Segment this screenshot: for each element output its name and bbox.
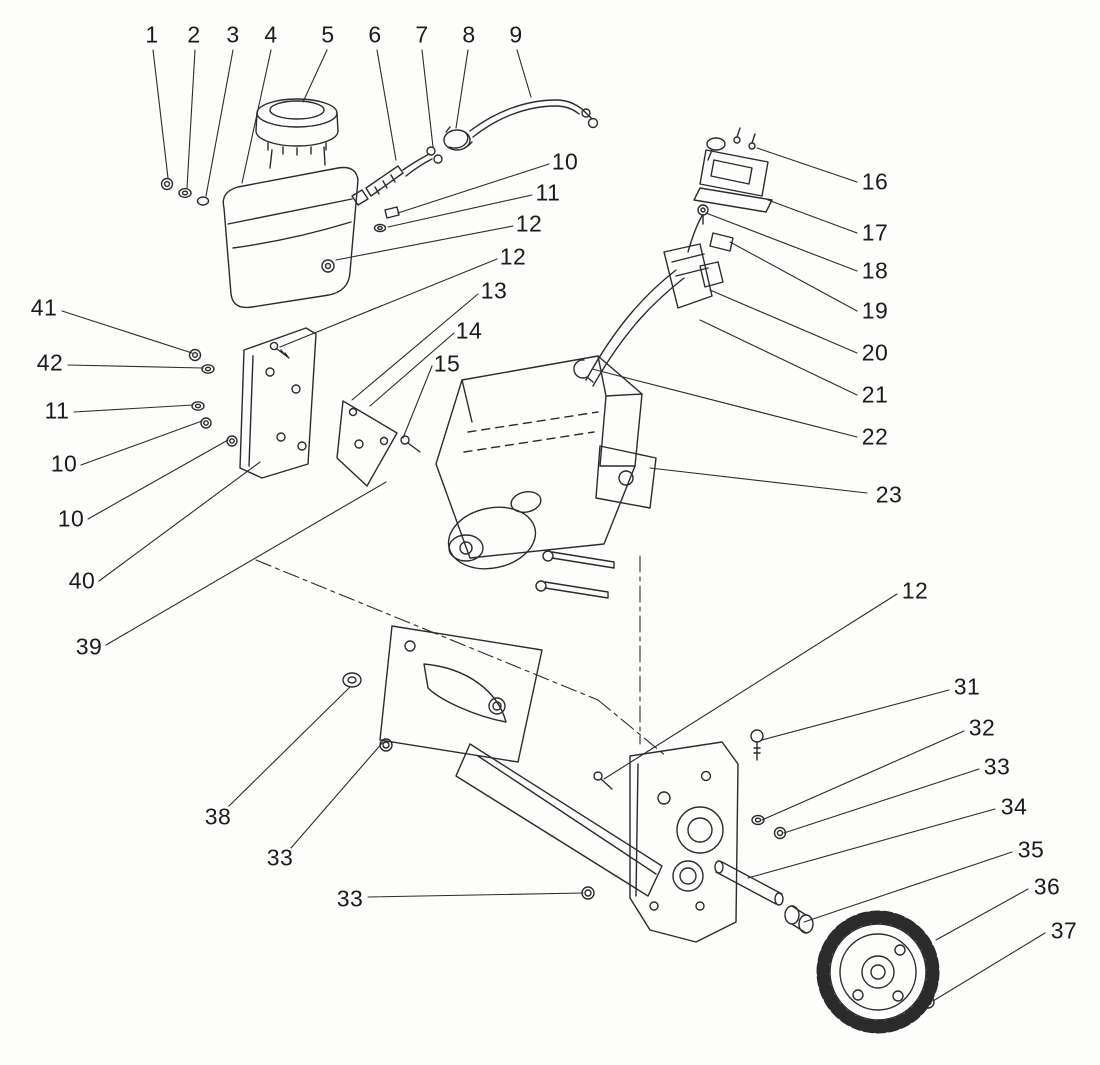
centerlines [255,555,667,757]
support-bracket [239,327,317,479]
axle-hardware [714,729,814,934]
wheel-gear [816,910,940,1034]
left-fasteners [188,348,238,447]
fuel-line-assembly [351,99,599,206]
wiring-connectors [663,204,734,309]
frame-side-plate [581,741,739,943]
channel-beam [455,743,663,897]
lower-bracket [342,625,543,763]
wire-harness [585,215,703,387]
triangular-plate [336,400,421,487]
engine-assembly [435,355,657,599]
cable-clamp [573,359,594,383]
fuel-tank [222,166,359,309]
bracket-bolt [269,341,290,359]
leader-lines [61,49,1046,1002]
bushing-washer [373,206,400,233]
fuel-cap [255,98,339,169]
ignition-switch [693,127,773,213]
fasteners-top-left [160,177,210,206]
